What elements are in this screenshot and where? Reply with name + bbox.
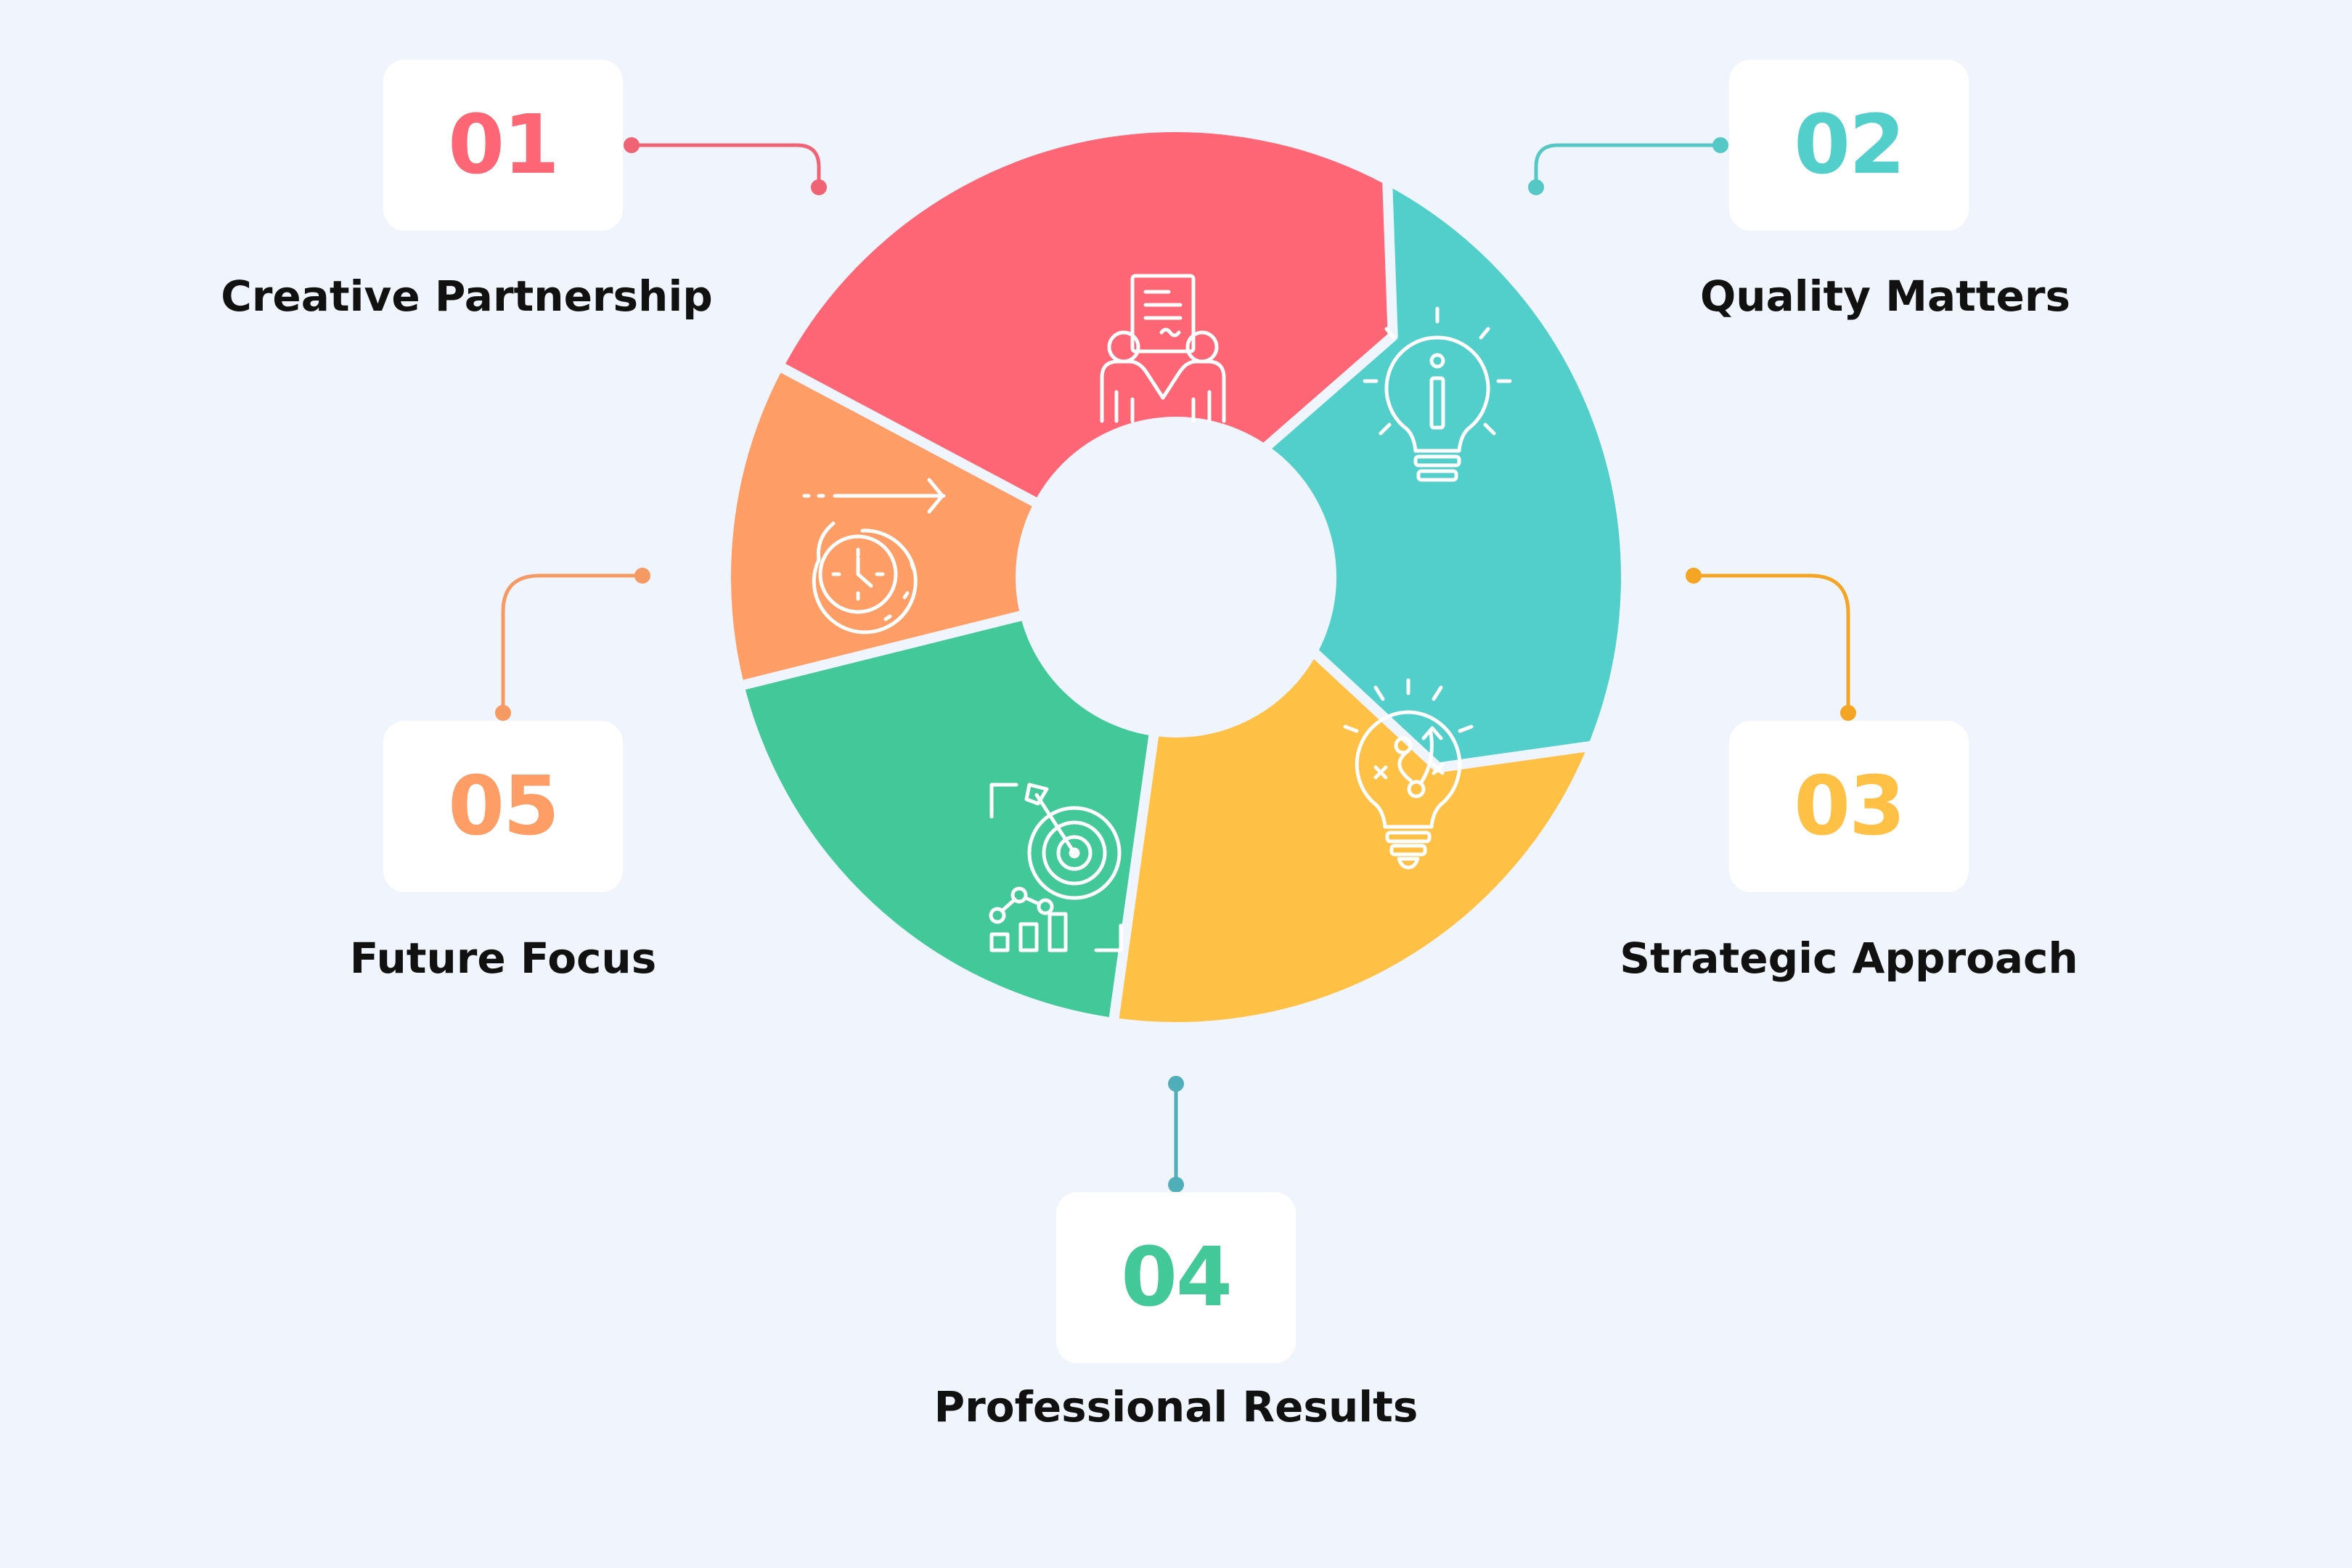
connector-line-5 xyxy=(501,573,642,713)
step-3-number-card: 03 xyxy=(1729,721,1969,892)
step-4-label: Professional Results xyxy=(934,1382,1418,1432)
info-lightbulb-icon xyxy=(1363,306,1512,482)
step-1-number: 01 xyxy=(448,98,560,192)
step-3-label: Strategic Approach xyxy=(1620,934,2078,983)
step-5-number: 05 xyxy=(448,759,560,854)
step-2-label: Quality Matters xyxy=(1700,271,2070,321)
clock-arrow-icon xyxy=(802,478,946,634)
ring-segment-1 xyxy=(773,122,1398,582)
connector-line-3 xyxy=(1694,573,1850,713)
step-2-number: 02 xyxy=(1794,98,1906,192)
ring-segment-3 xyxy=(1049,572,1598,1032)
ring-segment-4 xyxy=(730,560,1181,1028)
step-5-label: Future Focus xyxy=(349,934,657,983)
connector-dot-3-start xyxy=(1686,568,1702,584)
connector-dot-5-end xyxy=(495,705,511,721)
step-3-number: 03 xyxy=(1794,759,1906,854)
connector-dot-1-end xyxy=(811,179,827,195)
connector-dot-1-start xyxy=(624,137,640,153)
step-1-number-card: 01 xyxy=(383,60,623,231)
connector-lines xyxy=(495,137,1856,1193)
step-5-number-card: 05 xyxy=(383,721,623,892)
connector-dot-2-start xyxy=(1712,137,1728,153)
connector-dot-4-end xyxy=(1168,1177,1184,1193)
step-2-number-card: 02 xyxy=(1729,60,1969,231)
ring-segment-2 xyxy=(1171,174,1631,773)
handshake-contract-icon xyxy=(1100,274,1226,423)
target-chart-icon xyxy=(989,783,1123,952)
connector-line-1 xyxy=(632,143,821,187)
step-1-label: Creative Partnership xyxy=(221,271,713,321)
step-4-number-card: 04 xyxy=(1056,1192,1296,1363)
connector-dot-4-start xyxy=(1168,1076,1184,1092)
strategy-lightbulb-icon xyxy=(1343,678,1474,870)
connector-dot-2-end xyxy=(1528,179,1544,195)
connector-dot-5-start xyxy=(634,568,650,584)
connector-line-2 xyxy=(1534,143,1720,187)
cycle-ring xyxy=(721,122,1631,1032)
step-4-number: 04 xyxy=(1121,1230,1233,1325)
connector-dot-3-end xyxy=(1840,705,1856,721)
